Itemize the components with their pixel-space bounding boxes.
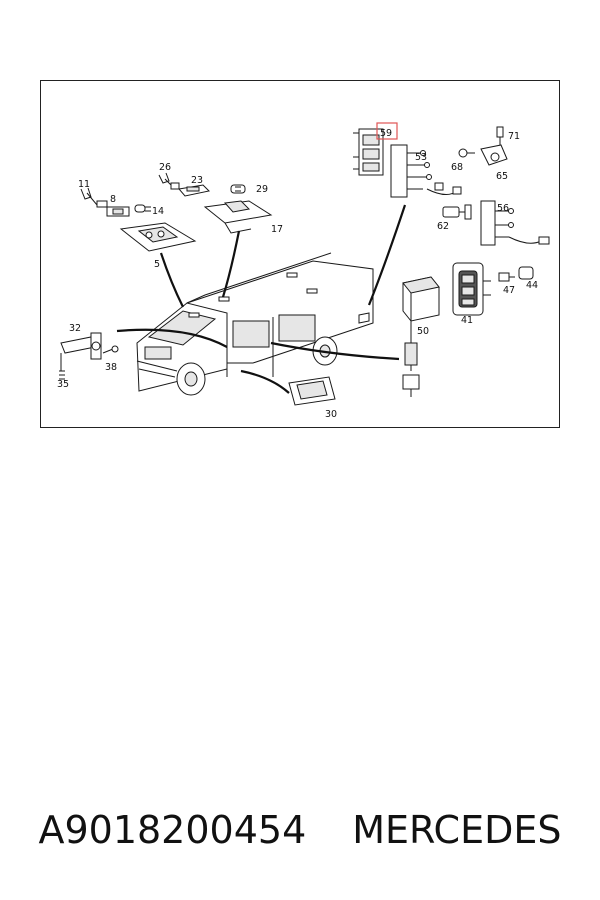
brand-name: MERCEDES: [352, 808, 562, 852]
callout-11: 11: [78, 179, 90, 190]
part-56-relay-block: [480, 200, 550, 246]
part-62-bulb-socket: [442, 204, 472, 220]
part-23-switch: [178, 184, 211, 197]
part-41-switch-module: [452, 262, 491, 316]
callout-53: 53: [415, 152, 427, 163]
callout-23: 23: [191, 175, 203, 186]
part-17-interior-lamp: [203, 200, 273, 234]
part-47-nut: [498, 272, 515, 282]
callout-32: 32: [69, 323, 81, 334]
callout-30: 30: [325, 409, 337, 420]
callout-41: 41: [461, 315, 473, 326]
callout-50: 50: [417, 326, 429, 337]
callout-8: 8: [110, 194, 116, 205]
part-38-screw: [102, 345, 119, 354]
callout-17: 17: [271, 224, 283, 235]
callout-71: 71: [508, 131, 520, 142]
callout-47: 47: [503, 285, 515, 296]
leader-lines: [116, 204, 407, 394]
part-number: A9018200454: [38, 808, 307, 852]
callout-14: 14: [152, 206, 164, 217]
callout-5: 5: [154, 259, 160, 270]
part-53-relay-block: [390, 144, 462, 198]
part-5-dome-lamp: [119, 222, 197, 252]
part-26-terminal: [158, 172, 180, 190]
callout-65: 65: [496, 171, 508, 182]
van-illustration: [136, 252, 374, 396]
callout-44: 44: [526, 280, 538, 291]
part-32-door-contact: [60, 332, 102, 360]
part-8-fuse-holder: [106, 206, 130, 217]
callout-62: 62: [437, 221, 449, 232]
callout-26: 26: [159, 162, 171, 173]
parts-diagram: 11 8 14 26 23 29 17 5 59 53 68 71 65 62 …: [40, 80, 560, 428]
part-35-cap: [59, 353, 65, 380]
callout-35: 35: [57, 379, 69, 390]
highlight-box-59: [376, 122, 398, 140]
part-29-bulb: [230, 184, 246, 194]
part-59-switch-panel: [353, 128, 384, 176]
part-65-bracket: [480, 144, 508, 166]
part-30-lamp: [288, 376, 336, 406]
part-11-connector: [80, 187, 108, 208]
callout-68: 68: [451, 162, 463, 173]
callout-29: 29: [256, 184, 268, 195]
callout-56: 56: [497, 203, 509, 214]
part-caption: A9018200454 MERCEDES: [0, 800, 600, 860]
part-44-sleeve: [518, 266, 534, 280]
part-50-relay-box: [402, 276, 440, 397]
part-14-bulb: [134, 204, 151, 213]
callout-59: 59: [380, 128, 392, 139]
part-71-bolt: [496, 126, 504, 145]
callout-38: 38: [105, 362, 117, 373]
part-68-screw: [458, 148, 475, 158]
